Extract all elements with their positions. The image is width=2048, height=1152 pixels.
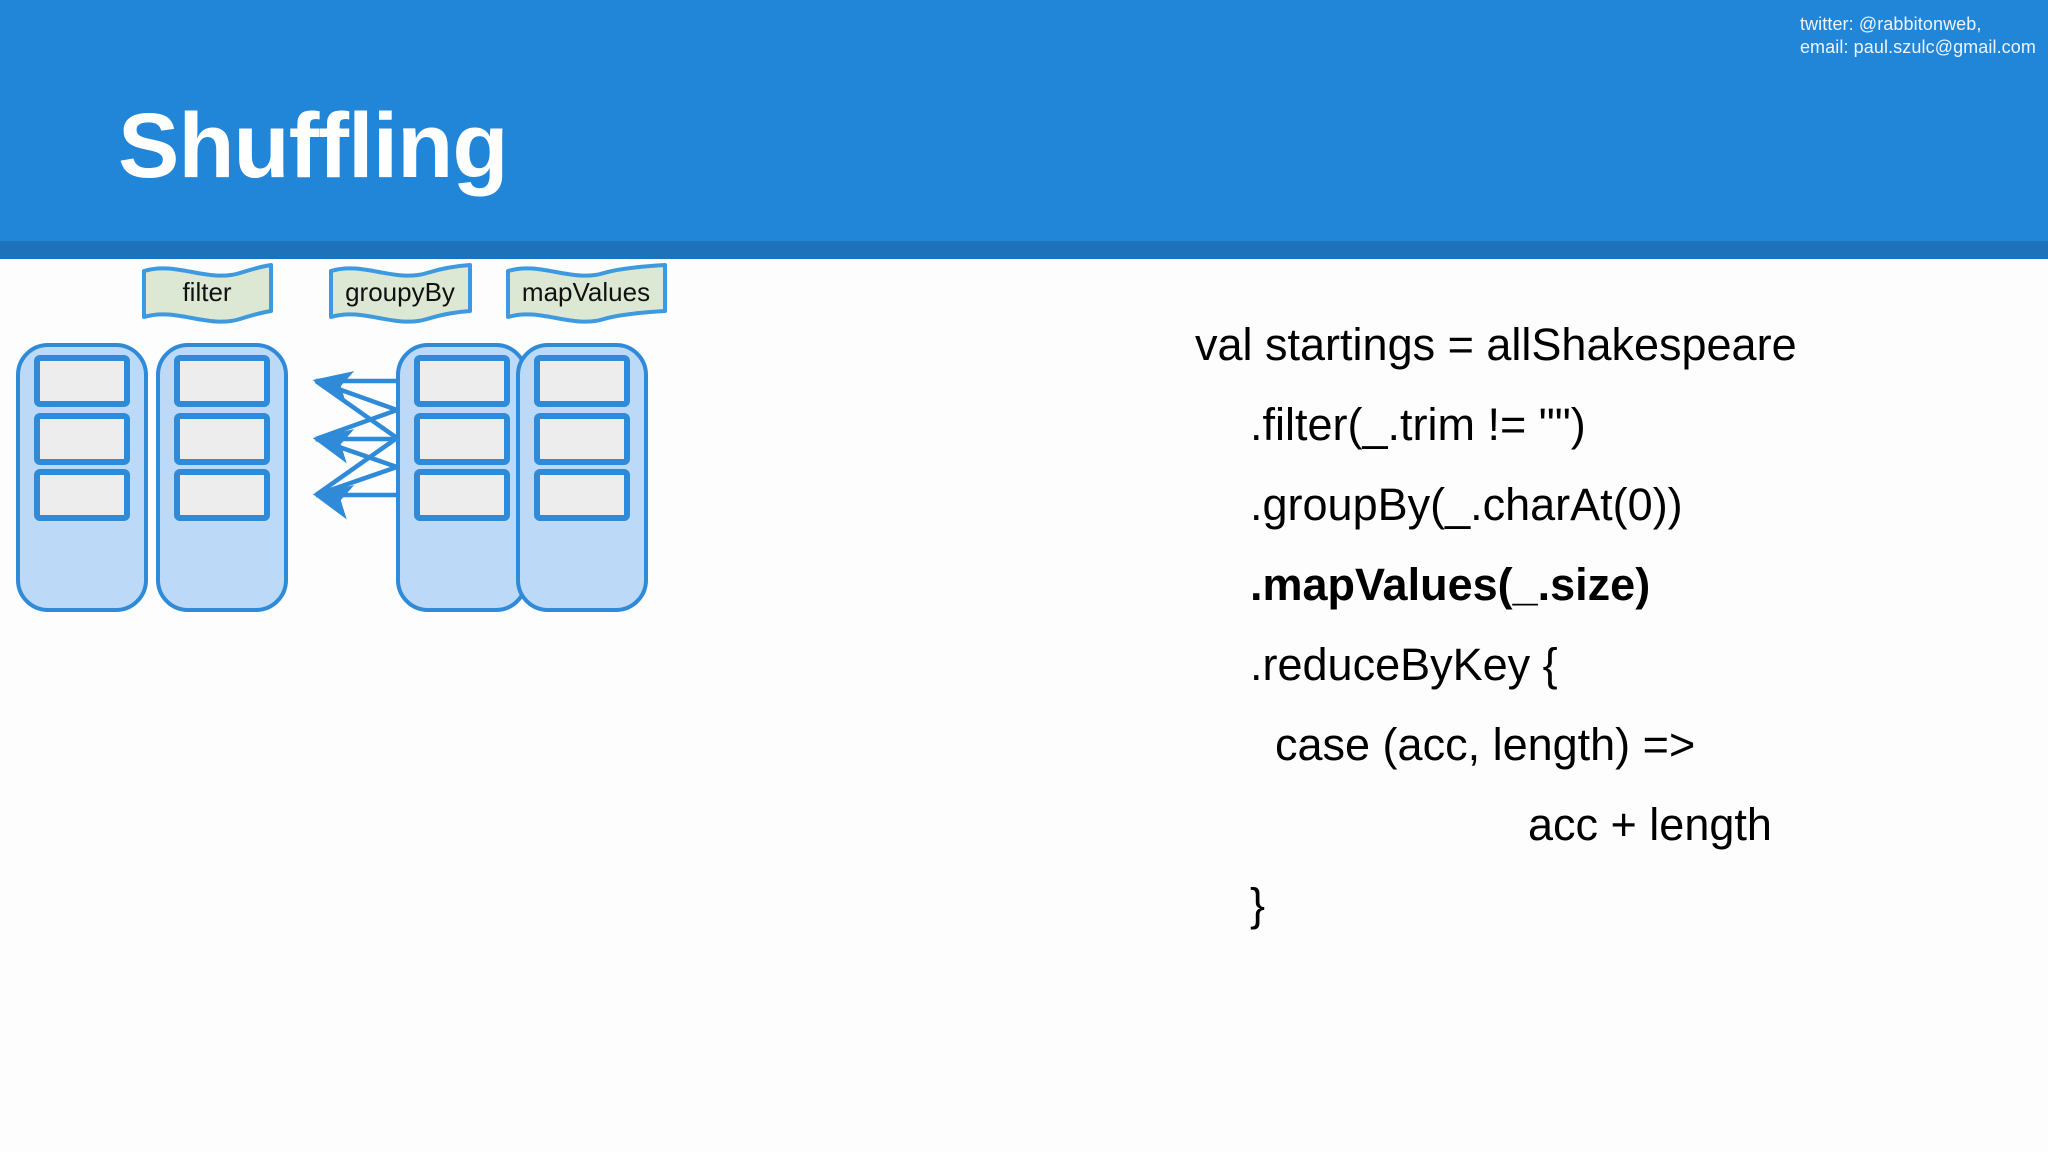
connectors-shuffle-mesh-reverse — [312, 371, 355, 520]
ribbon-label-mapvalues: mapValues — [522, 277, 650, 307]
partition-box — [534, 469, 630, 521]
partition-box — [534, 355, 630, 407]
partition-box — [534, 413, 630, 465]
stage-column-4 — [516, 343, 648, 612]
stage-column-1 — [16, 343, 148, 612]
header-underline-rule — [0, 241, 2048, 259]
header-band — [0, 0, 2048, 241]
code-line: .filter(_.trim != "") — [1250, 399, 1586, 450]
code-line: acc + length — [1528, 799, 1772, 850]
email-address: email: paul.szulc@gmail.com — [1799, 37, 2036, 57]
code-line: val startings = allShakespeare — [1195, 319, 1797, 370]
shuffle-diagram: filter groupyBy mapValues — [0, 259, 1000, 819]
code-line: case (acc, length) => — [1275, 719, 1696, 770]
code-line: .groupBy(_.charAt(0)) — [1250, 479, 1683, 530]
ribbon-filter: filter — [142, 263, 273, 324]
partition-box — [174, 355, 270, 407]
ribbon-label-filter: filter — [182, 277, 231, 307]
ribbon-groupyby: groupyBy — [329, 263, 472, 324]
shuffle-diagram-svg: filter groupyBy mapValues — [16, 263, 667, 612]
partition-box — [414, 355, 510, 407]
partition-box — [414, 413, 510, 465]
twitter-handle: twitter: @rabbitonweb, — [1799, 14, 1982, 34]
partition-box — [34, 469, 130, 521]
partition-box — [34, 413, 130, 465]
contact-info: twitter: @rabbitonweb, email: paul.szulc… — [1800, 13, 2036, 59]
code-snippet: val startings = allShakespeare .filter(_.… — [1195, 305, 2015, 945]
partition-box — [174, 413, 270, 465]
code-line: .reduceByKey { — [1250, 639, 1558, 690]
partition-box — [414, 469, 510, 521]
partition-box — [174, 469, 270, 521]
ribbon-label-groupyby: groupyBy — [345, 277, 455, 307]
page-title: Shuffling — [118, 95, 509, 197]
stage-column-2 — [156, 343, 288, 612]
code-line: } — [1250, 879, 1266, 930]
ribbon-mapvalues: mapValues — [506, 263, 667, 324]
code-line: .mapValues(_.size) — [1250, 559, 1651, 610]
stage-column-3 — [396, 343, 528, 612]
partition-box — [34, 355, 130, 407]
